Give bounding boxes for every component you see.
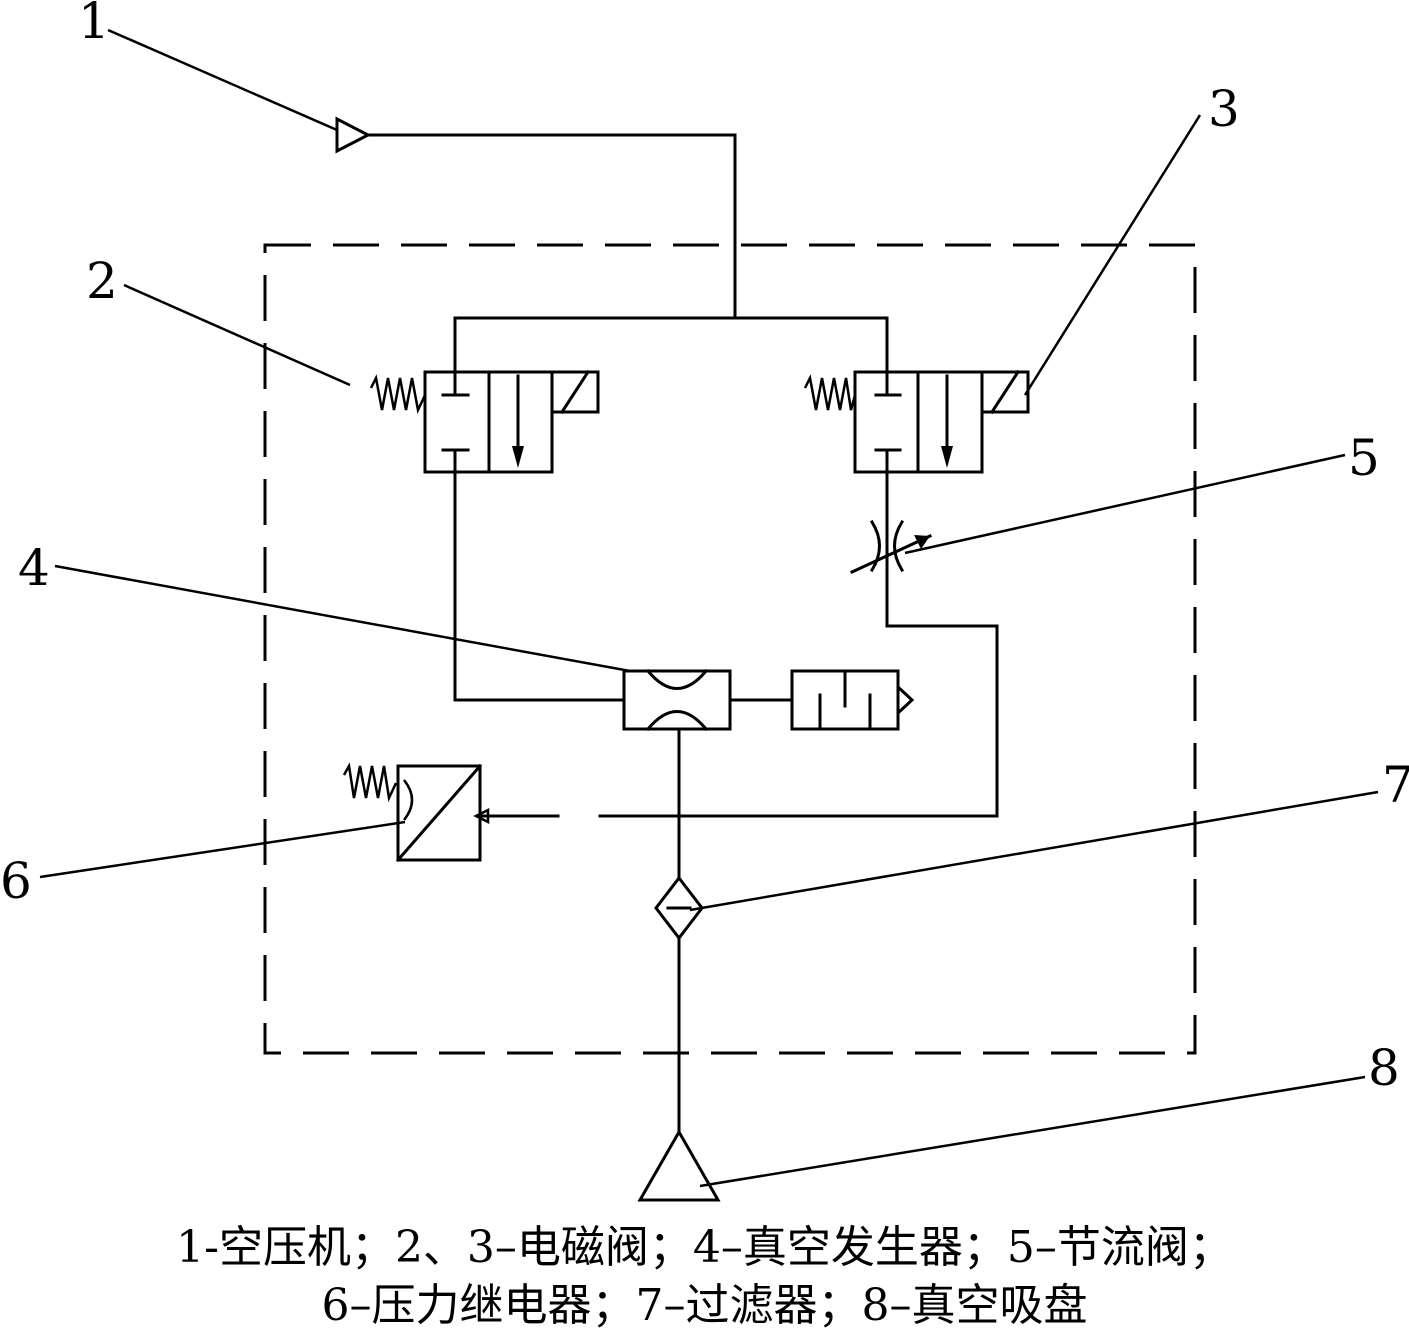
label-5: 5 (1348, 429, 1380, 487)
label-3: 3 (1208, 80, 1240, 138)
solenoid-valve-2 (369, 369, 600, 474)
leader-8 (699, 1075, 1366, 1188)
caption-line-2: 6–压力继电器；7–过滤器；8–真空吸盘 (321, 1280, 1088, 1331)
supply-line (366, 133, 737, 320)
pilot-arrow (473, 807, 490, 825)
leader-4 (54, 564, 631, 673)
leader-3 (1023, 114, 1202, 396)
leader-6 (39, 820, 406, 879)
leader-2 (123, 283, 351, 387)
valve2-to-generator-line (453, 470, 626, 702)
solenoid-valve-3 (803, 369, 1030, 474)
dashed-enclosure (263, 243, 1197, 1055)
throttle-valve-5 (850, 519, 932, 574)
pressure-relay-6 (342, 762, 483, 863)
label-1: 1 (78, 0, 110, 50)
vacuum-suction-cup-8 (637, 1128, 721, 1202)
silencer-symbol (790, 669, 915, 731)
leader-1 (107, 28, 338, 132)
label-7: 7 (1382, 756, 1409, 814)
label-8: 8 (1368, 1039, 1400, 1097)
label-6: 6 (0, 852, 32, 910)
leader-7 (689, 790, 1379, 912)
vacuum-generator-4 (622, 668, 732, 732)
leader-5 (904, 453, 1346, 555)
caption-line-1: 1-空压机；2、3–电磁阀；4–真空发生器；5–节流阀； (176, 1222, 1233, 1273)
label-2: 2 (86, 252, 118, 310)
throttle-to-relay-line (598, 624, 999, 818)
air-compressor-symbol (335, 116, 372, 154)
label-4: 4 (18, 539, 50, 597)
